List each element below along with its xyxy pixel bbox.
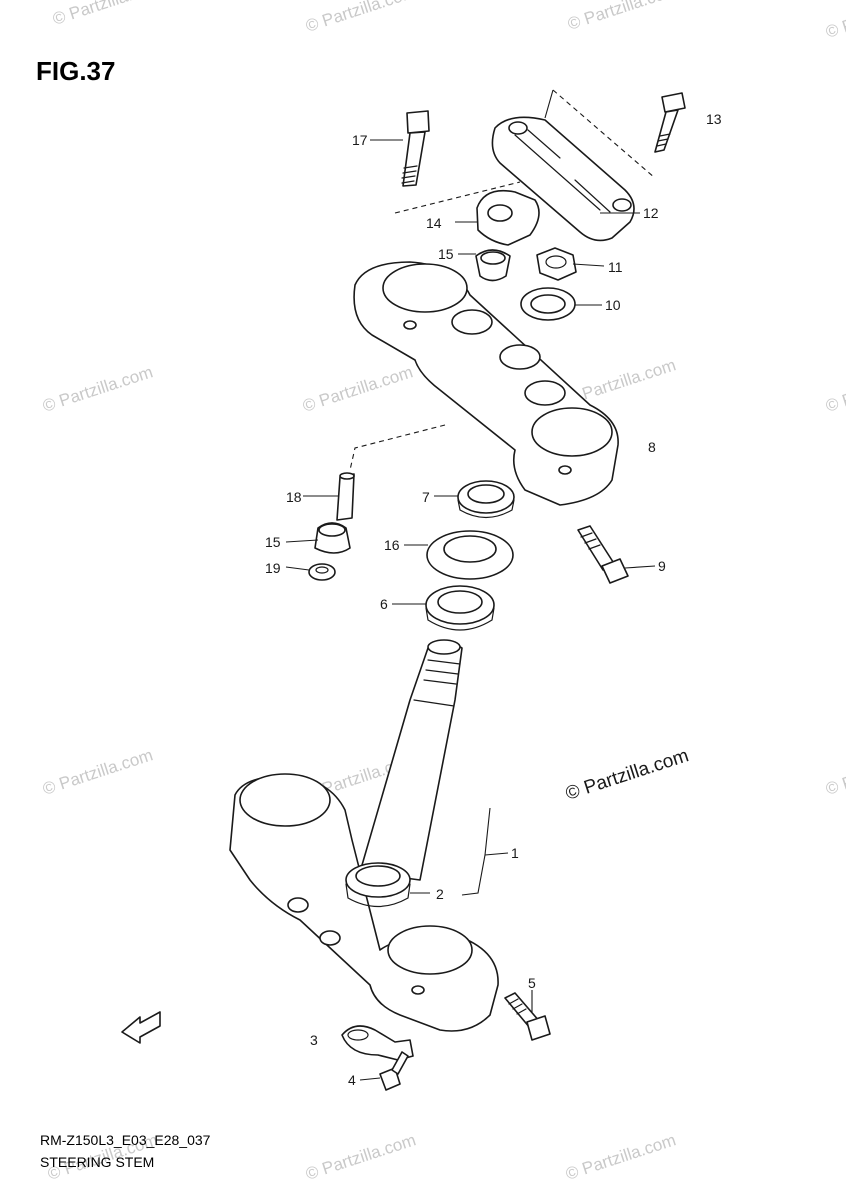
part-11-nut (536, 247, 577, 281)
callout-17: 17 (352, 132, 368, 148)
reference-line-17 (394, 181, 521, 214)
part-15-cushion-lower (314, 522, 351, 554)
callout-4: 4 (348, 1072, 356, 1088)
watermark: © Partzilla.com (563, 1130, 678, 1183)
callout-14: 14 (426, 215, 442, 231)
watermark: © Partzilla.com (823, 745, 846, 798)
part-16-seal (426, 530, 514, 580)
callout-2: 2 (436, 886, 444, 902)
callout-3: 3 (310, 1032, 318, 1048)
part-15-cushion-upper (475, 249, 511, 282)
watermark: © Partzilla.com (300, 362, 415, 415)
part-9-bolt (577, 525, 629, 584)
callout-16: 16 (384, 537, 400, 553)
leader-lines (285, 139, 656, 1081)
figure-code: RM-Z150L3_E03_E28_037 (40, 1132, 211, 1148)
part-7-bearing (457, 480, 515, 519)
forward-arrow-icon (121, 1011, 161, 1044)
callout-6: 6 (380, 596, 388, 612)
part-18-pin (336, 472, 355, 521)
part-13-bolt (654, 92, 686, 153)
watermark: © Partzilla.com (823, 362, 846, 415)
callout-12: 12 (643, 205, 659, 221)
part-17-bolt (401, 110, 430, 187)
callout-18: 18 (286, 489, 302, 505)
callout-15-upper: 15 (438, 246, 454, 262)
callout-1: 1 (511, 845, 519, 861)
callout-8: 8 (648, 439, 656, 455)
figure-title: FIG.37 (36, 56, 115, 86)
watermark: © Partzilla.com (565, 0, 680, 34)
callout-10: 10 (605, 297, 621, 313)
part-10-washer (520, 287, 576, 321)
part-5-bolt (504, 992, 551, 1041)
part-19-washer (308, 563, 336, 581)
reference-line-18 (349, 424, 446, 471)
part-2-dust-seal (345, 862, 411, 907)
callout-7: 7 (422, 489, 430, 505)
figure-name: STEERING STEM (40, 1154, 154, 1170)
part-6-bearing (425, 585, 495, 631)
watermark: © Partzilla.com (40, 745, 155, 798)
watermark-main: © Partzilla.com (563, 745, 691, 805)
callout-5: 5 (528, 975, 536, 991)
part-8-upper-bracket (353, 261, 619, 506)
watermark: © Partzilla.com (40, 362, 155, 415)
part-1-steering-stem (229, 639, 499, 1032)
part-12-handlebar-holder (491, 116, 635, 242)
watermark: © Partzilla.com (303, 1130, 418, 1183)
part-4-bolt (379, 1051, 409, 1091)
callout-labels: 1 2 3 4 5 6 7 8 9 10 11 12 13 14 15 15 1… (265, 111, 722, 1088)
callout-15-lower: 15 (265, 534, 281, 550)
callout-13: 13 (706, 111, 722, 127)
watermark: © Partzilla.com (823, 0, 846, 42)
callout-9: 9 (658, 558, 666, 574)
callout-11: 11 (608, 259, 623, 275)
part-3-clamp (341, 1025, 414, 1061)
watermark: © Partzilla.com (50, 0, 165, 29)
part-14-holder-lower (476, 189, 540, 246)
watermark: © Partzilla.com (303, 0, 418, 36)
reference-line-13b (544, 89, 554, 119)
callout-19: 19 (265, 560, 281, 576)
reference-line-13 (552, 89, 656, 179)
